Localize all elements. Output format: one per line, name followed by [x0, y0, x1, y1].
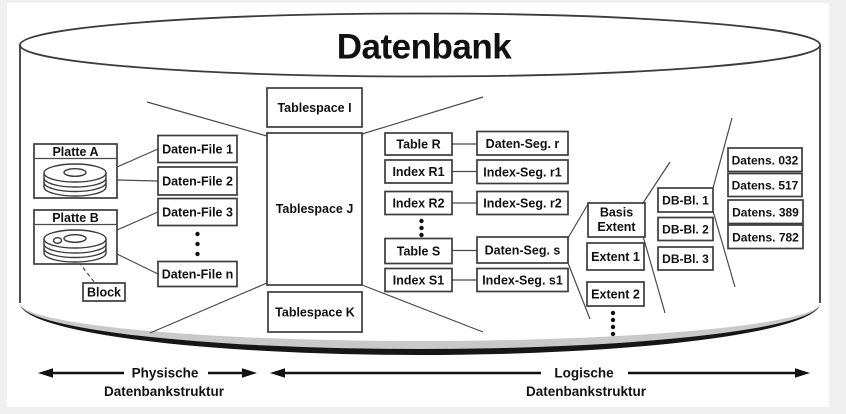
ellipsis-dots	[419, 218, 424, 238]
basis-extent-box	[587, 202, 646, 238]
ellipsis-dots	[610, 310, 616, 337]
extent-2-box	[586, 281, 645, 307]
daten-seg-r-label: Daten-Seg. r	[486, 137, 560, 151]
index-seg-r1-label: Index-Seg. r1	[483, 166, 562, 180]
datens-389-label: Datens. 389	[732, 206, 799, 220]
arrow-right-icon	[795, 368, 810, 378]
datens-782-label: Datens. 782	[732, 231, 799, 245]
tablespace-i-label: Tablespace I	[277, 101, 351, 115]
daten-file-2-label: Daten-File 2	[162, 175, 233, 189]
index-seg-s1-box	[476, 267, 569, 293]
extent-1-box	[586, 242, 645, 271]
tablespace-i-box	[266, 87, 363, 128]
daten-file-1-box	[157, 134, 238, 164]
datens-032-label: Datens. 032	[732, 154, 799, 168]
index-seg-r2-box	[476, 190, 569, 216]
db-bl-2-label: DB-Bl. 2	[662, 223, 709, 237]
database-cylinder: Datenbank	[19, 12, 821, 355]
disk-icon	[43, 163, 107, 197]
extent-2-label: Extent 2	[591, 288, 640, 302]
arrow-left-icon	[270, 368, 285, 378]
table-s-label: Table S	[397, 245, 441, 259]
db-bl-1-label: DB-Bl. 1	[662, 194, 709, 208]
datens-517-label: Datens. 517	[732, 179, 799, 193]
index-r2-box	[384, 190, 453, 216]
segment-column: Daten-Seg. r Index-Seg. r1 Index-Seg. r2…	[476, 130, 569, 293]
block-label: Block	[87, 286, 121, 300]
index-s1-label: Index S1	[393, 274, 444, 288]
db-bl-3-box	[657, 246, 714, 271]
fan-lines	[146, 96, 736, 334]
db-bl-2-box	[657, 216, 714, 242]
logical-axis: Logische Datenbankstruktur	[270, 366, 810, 399]
connector-lines	[69, 143, 477, 284]
daten-file-1-label: Daten-File 1	[162, 143, 233, 157]
tablespace-k-box	[267, 291, 363, 333]
cylinder-bottom-shade	[20, 303, 820, 349]
table-r-box	[384, 132, 453, 156]
tablespace-j-label: Tablespace J	[276, 202, 354, 216]
arrow-right-icon	[242, 368, 257, 378]
diagram-title: Datenbank	[337, 28, 512, 67]
datens-782-box	[727, 224, 804, 250]
disk-a-panel: Platte A	[33, 143, 118, 199]
physical-axis: Physische Datenbankstruktur	[38, 366, 257, 399]
daten-file-3-label: Daten-File 3	[162, 206, 233, 220]
daten-seg-s-label: Daten-Seg. s	[485, 244, 561, 258]
basis-extent-label-line2: Extent	[597, 220, 636, 234]
daten-file-n-box	[157, 260, 238, 288]
datens-517-box	[727, 172, 803, 198]
platte-b-label: Platte B	[52, 211, 99, 225]
db-bl-1-box	[657, 187, 714, 213]
datens-032-box	[727, 147, 803, 173]
datens-389-box	[727, 199, 804, 225]
physical-axis-label-line2: Datenbankstruktur	[104, 384, 225, 399]
tablespace-k-label: Tablespace K	[275, 306, 355, 320]
physical-axis-label-line1: Physische	[132, 366, 199, 381]
logical-axis-label-line1: Logische	[554, 366, 614, 381]
extent-column: Basis Extent Extent 1 Extent 2	[586, 202, 646, 337]
extent-1-label: Extent 1	[591, 250, 640, 264]
daten-file-2-box	[157, 166, 238, 196]
table-column: Table R Index R1 Index R2 Table S Index …	[384, 132, 453, 293]
daten-file-3-box	[157, 197, 238, 227]
daten-file-n-label: Daten-File n	[162, 268, 234, 282]
table-s-box	[384, 237, 453, 265]
disk-b-panel: Platte B	[33, 209, 118, 265]
index-r2-label: Index R2	[392, 197, 444, 211]
daten-seg-s-box	[476, 236, 569, 264]
tablespace-j-box	[266, 132, 363, 286]
basis-extent-label-line1: Basis	[600, 206, 633, 220]
index-r1-label: Index R1	[392, 165, 444, 179]
ellipsis-dots	[195, 231, 200, 257]
cylinder-top-ellipse	[19, 12, 821, 78]
index-seg-s1-label: Index-Seg. s1	[482, 274, 563, 288]
index-seg-r2-label: Index-Seg. r2	[483, 197, 562, 211]
daten-file-column: Daten-File 1 Daten-File 2 Daten-File 3 D…	[157, 134, 238, 288]
block-marker	[52, 236, 63, 244]
db-block-column: DB-Bl. 1 DB-Bl. 2 DB-Bl. 3	[657, 187, 714, 271]
index-r1-box	[384, 159, 453, 184]
index-seg-r1-box	[476, 159, 569, 185]
record-column: Datens. 032 Datens. 517 Datens. 389 Date…	[727, 147, 804, 250]
tablespace-column: Tablespace I Tablespace J Tablespace K	[266, 87, 363, 333]
block-box	[82, 282, 126, 302]
logical-axis-label-line2: Datenbankstruktur	[526, 384, 647, 399]
arrow-left-icon	[38, 368, 53, 378]
table-r-label: Table R	[396, 138, 440, 152]
db-bl-3-label: DB-Bl. 3	[662, 252, 709, 266]
disk-icon	[43, 229, 107, 263]
daten-seg-r-box	[476, 130, 569, 156]
platte-a-label: Platte A	[52, 145, 98, 159]
index-s1-box	[384, 267, 453, 293]
